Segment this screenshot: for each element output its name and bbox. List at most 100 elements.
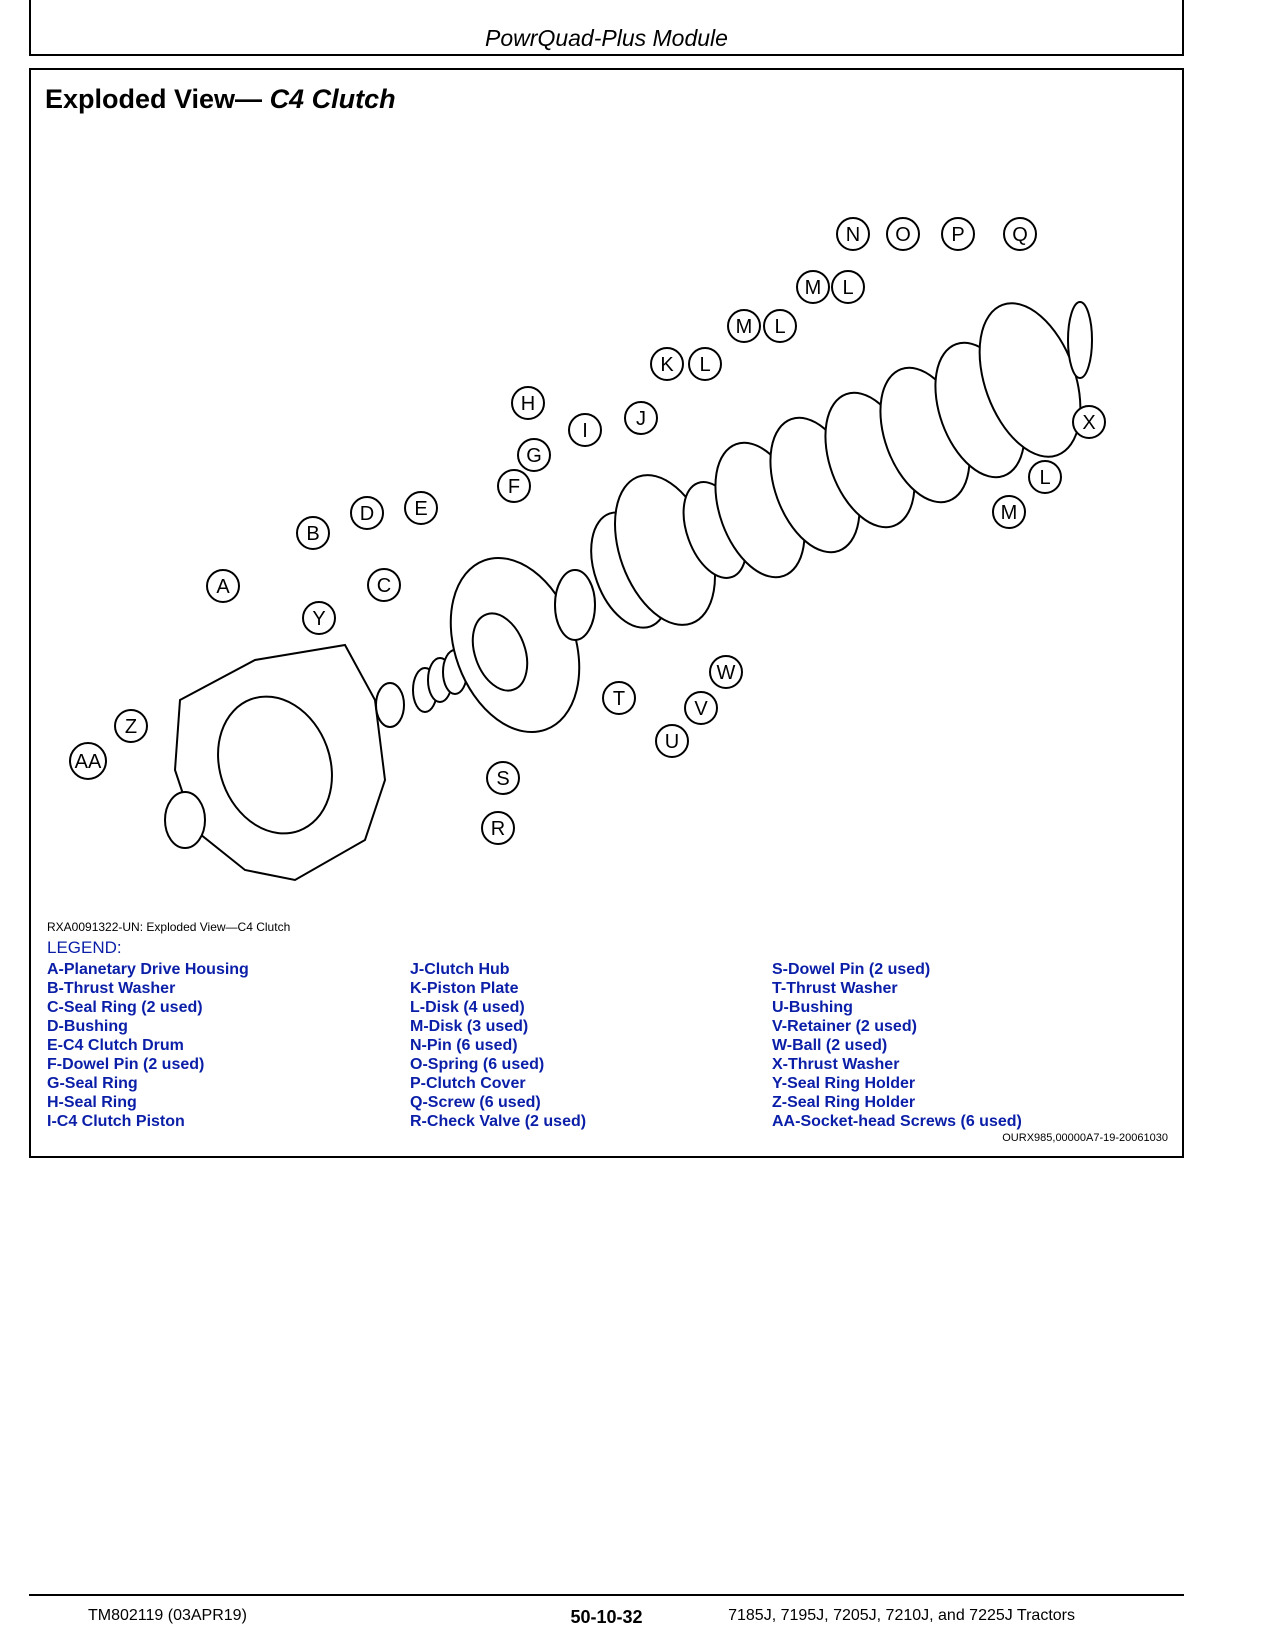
exploded-view-drawing: A B C D E F G H I J K L M L M L N O P Q …: [69, 217, 1106, 882]
svg-text:X: X: [1082, 412, 1095, 434]
svg-text:G: G: [526, 445, 542, 467]
callout-l3: L: [831, 270, 865, 304]
legend-item: Y-Seal Ring Holder: [772, 1075, 916, 1092]
svg-text:N: N: [846, 224, 860, 246]
callout-h: H: [511, 386, 545, 420]
reference-code: OURX985,00000A7-19-20061030: [1002, 1132, 1168, 1144]
legend-column-2: J-Clutch Hub K-Piston Plate L-Disk (4 us…: [410, 960, 586, 1131]
callout-v: V: [684, 691, 718, 725]
svg-text:M: M: [1001, 502, 1018, 524]
legend-column-1: A-Planetary Drive Housing B-Thrust Washe…: [47, 960, 249, 1131]
callout-m3: M: [992, 495, 1026, 529]
legend-item: V-Retainer (2 used): [772, 1018, 917, 1035]
module-title: PowrQuad-Plus Module: [485, 25, 728, 51]
callout-g: G: [517, 438, 551, 472]
legend-item: S-Dowel Pin (2 used): [772, 961, 931, 978]
callout-p: P: [941, 217, 975, 251]
callout-d: D: [350, 496, 384, 530]
svg-text:O: O: [895, 224, 911, 246]
callout-x: X: [1072, 405, 1106, 439]
legend-item: E-C4 Clutch Drum: [47, 1037, 184, 1054]
callout-t: T: [602, 681, 636, 715]
legend-item: P-Clutch Cover: [410, 1075, 526, 1092]
figure-caption: RXA0091322-UN: Exploded View—C4 Clutch: [47, 920, 291, 934]
legend-item: D-Bushing: [47, 1018, 128, 1035]
legend-heading: LEGEND:: [47, 938, 122, 957]
legend-item: A-Planetary Drive Housing: [47, 961, 249, 978]
callout-l2: L: [763, 309, 797, 343]
legend-item: C-Seal Ring (2 used): [47, 999, 203, 1016]
callout-y: Y: [302, 601, 336, 635]
svg-text:E: E: [414, 498, 427, 520]
svg-text:P: P: [951, 224, 964, 246]
svg-text:L: L: [699, 354, 710, 376]
callout-s: S: [486, 761, 520, 795]
callout-r: R: [481, 811, 515, 845]
callout-c: C: [367, 568, 401, 602]
legend-item: U-Bushing: [772, 999, 853, 1016]
svg-text:S: S: [496, 768, 509, 790]
svg-text:L: L: [842, 277, 853, 299]
legend-item: N-Pin (6 used): [410, 1037, 518, 1054]
page-number: 50-10-32: [570, 1607, 643, 1627]
callout-j: J: [624, 401, 658, 435]
svg-text:J: J: [636, 408, 646, 430]
legend-item: R-Check Valve (2 used): [410, 1113, 587, 1130]
legend-item: T-Thrust Washer: [772, 980, 898, 997]
svg-text:L: L: [1039, 467, 1050, 489]
legend-column-3: S-Dowel Pin (2 used) T-Thrust Washer U-B…: [772, 960, 1022, 1131]
svg-text:W: W: [717, 662, 736, 684]
legend-item: M-Disk (3 used): [410, 1018, 529, 1035]
callout-b: B: [296, 516, 330, 550]
section-title-main: Exploded View—: [45, 84, 270, 114]
callout-l4: L: [1028, 460, 1062, 494]
legend-item: AA-Socket-head Screws (6 used): [772, 1113, 1022, 1130]
svg-text:R: R: [491, 818, 505, 840]
svg-text:AA: AA: [75, 751, 102, 773]
legend-item: I-C4 Clutch Piston: [47, 1113, 185, 1130]
footer-divider: [29, 1594, 1184, 1596]
page-header: PowrQuad-Plus Module: [29, 0, 1184, 56]
callout-f: F: [497, 469, 531, 503]
legend-item: K-Piston Plate: [410, 980, 519, 997]
svg-text:L: L: [774, 316, 785, 338]
legend-item: J-Clutch Hub: [410, 961, 510, 978]
callout-u: U: [655, 724, 689, 758]
svg-text:U: U: [665, 731, 679, 753]
svg-text:V: V: [694, 698, 708, 720]
svg-text:I: I: [582, 420, 588, 442]
legend-item: Q-Screw (6 used): [410, 1094, 541, 1111]
callout-aa: AA: [69, 742, 107, 780]
legend-item: L-Disk (4 used): [410, 999, 525, 1016]
legend-item: X-Thrust Washer: [772, 1056, 900, 1073]
svg-text:D: D: [360, 503, 374, 525]
tractor-models: 7185J, 7195J, 7205J, 7210J, and 7225J Tr…: [728, 1607, 1075, 1624]
callout-m1: M: [727, 309, 761, 343]
svg-text:T: T: [613, 688, 625, 710]
legend-item: W-Ball (2 used): [772, 1037, 888, 1054]
svg-text:Z: Z: [125, 716, 137, 738]
callout-o: O: [886, 217, 920, 251]
callout-a: A: [206, 569, 240, 603]
svg-text:Y: Y: [312, 608, 325, 630]
legend-item: H-Seal Ring: [47, 1094, 137, 1111]
legend-item: B-Thrust Washer: [47, 980, 176, 997]
legend-item: F-Dowel Pin (2 used): [47, 1056, 205, 1073]
callout-w: W: [709, 655, 743, 689]
callout-m2: M: [796, 270, 830, 304]
callout-e: E: [404, 491, 438, 525]
section-title-em: C4 Clutch: [269, 84, 396, 114]
callout-z: Z: [114, 709, 148, 743]
svg-text:K: K: [660, 354, 674, 376]
svg-text:A: A: [216, 576, 230, 598]
callout-l1: L: [688, 347, 722, 381]
callout-n: N: [836, 217, 870, 251]
section-title: Exploded View— C4 Clutch: [45, 84, 396, 115]
svg-text:C: C: [377, 575, 391, 597]
svg-text:H: H: [521, 393, 535, 415]
svg-text:F: F: [508, 476, 520, 498]
svg-text:B: B: [306, 523, 319, 545]
callout-i: I: [568, 413, 602, 447]
legend-item: O-Spring (6 used): [410, 1056, 545, 1073]
svg-text:Q: Q: [1012, 224, 1028, 246]
